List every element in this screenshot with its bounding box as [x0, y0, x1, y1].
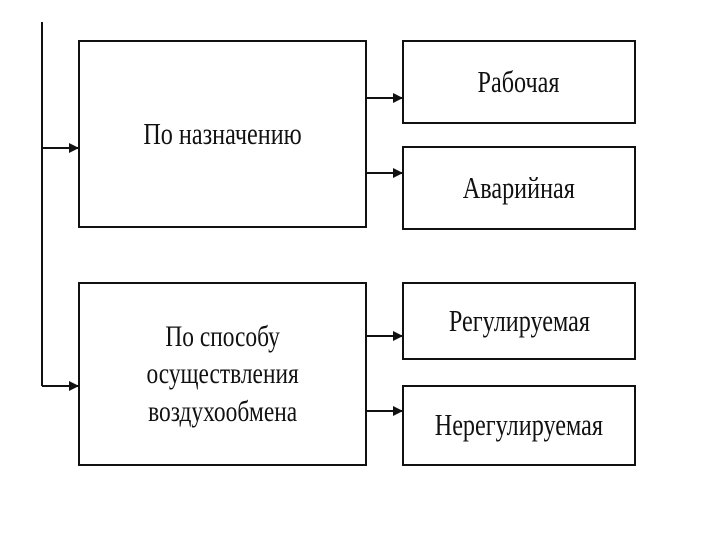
child-box-emergency: Аварийная	[402, 146, 636, 230]
category-box-purpose: По назначению	[78, 40, 367, 228]
child-label-working: Рабочая	[478, 63, 560, 99]
child-label-adjustable: Регулируемая	[448, 302, 590, 338]
child-label-emergency: Аварийная	[462, 169, 576, 205]
child-box-adjustable: Регулируемая	[402, 282, 636, 360]
category-label-purpose: По назначению	[143, 115, 302, 151]
child-box-working: Рабочая	[402, 40, 636, 124]
category-box-air-exchange-method: По способу осуществления воздухообмена	[78, 282, 367, 466]
child-label-non-adjustable: Нерегулируемая	[434, 407, 604, 443]
category-label-air-exchange-method: По способу осуществления воздухообмена	[146, 319, 299, 428]
child-box-non-adjustable: Нерегулируемая	[402, 385, 636, 466]
